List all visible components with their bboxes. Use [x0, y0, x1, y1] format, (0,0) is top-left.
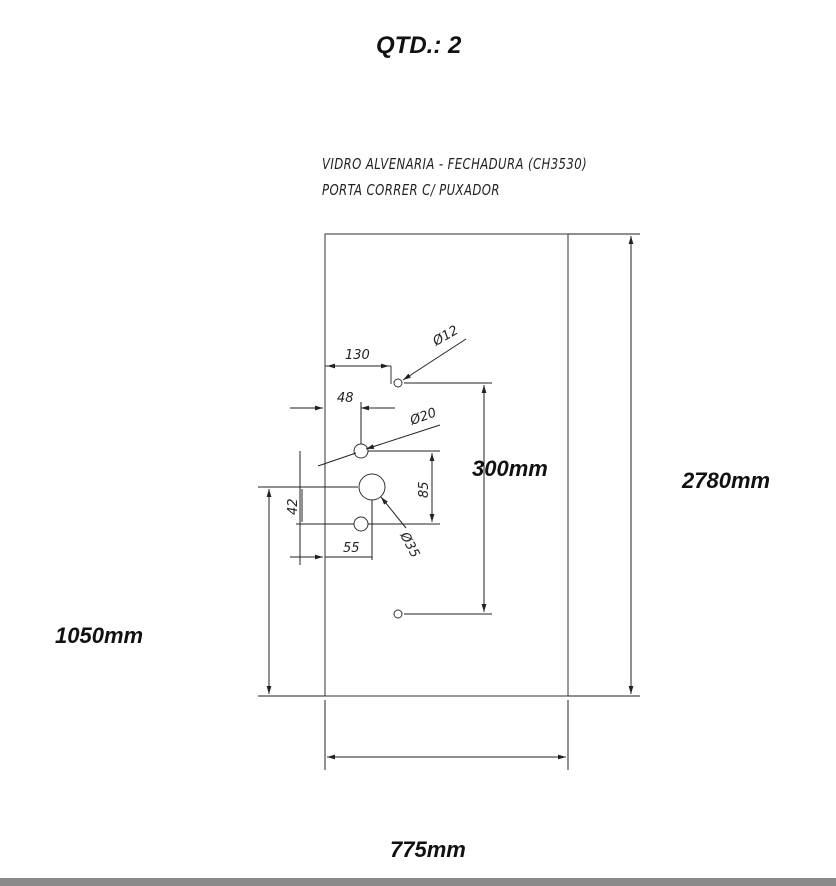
dim-42-label: 42 [286, 498, 301, 515]
description-line-1: VIDRO ALVENARIA - FECHADURA (CH3530) [322, 155, 588, 173]
dim-48 [290, 402, 395, 444]
quantity-label: QTD.: 2 [376, 32, 462, 59]
height-dimension [568, 233, 640, 697]
hole-spacing-dimension [404, 382, 492, 615]
dim-85-label: 85 [417, 481, 432, 498]
leader-12 [402, 338, 467, 381]
description-line-2: PORTA CORRER C/ PUXADOR [322, 181, 500, 199]
leader-35 [380, 496, 407, 529]
width-dimension [324, 700, 569, 770]
hole-small-lower [353, 516, 369, 532]
hole-20-label: Ø20 [407, 406, 438, 430]
hole-12-top [393, 378, 403, 388]
bottom-bar [0, 878, 836, 886]
lock-height-dimension [258, 486, 358, 697]
hole-35-label: Ø35 [396, 529, 422, 561]
dim-42 [258, 451, 354, 565]
leader-20 [317, 424, 441, 467]
dim-55 [290, 500, 373, 560]
glass-panel-outline [324, 233, 569, 697]
height-label: 2780mm [681, 468, 770, 493]
hole-20 [353, 443, 369, 459]
hole-12-bottom [393, 609, 403, 619]
hole-35 [358, 473, 386, 501]
hole-spacing-label: 300mm [472, 456, 548, 481]
dim-48-label: 48 [337, 391, 354, 406]
width-label: 775mm [390, 837, 466, 862]
hole-12-label: Ø12 [430, 323, 462, 350]
dim-130-label: 130 [345, 348, 370, 363]
dim-55-label: 55 [343, 541, 360, 556]
dim-85 [368, 450, 440, 525]
lock-height-label: 1050mm [55, 623, 143, 648]
